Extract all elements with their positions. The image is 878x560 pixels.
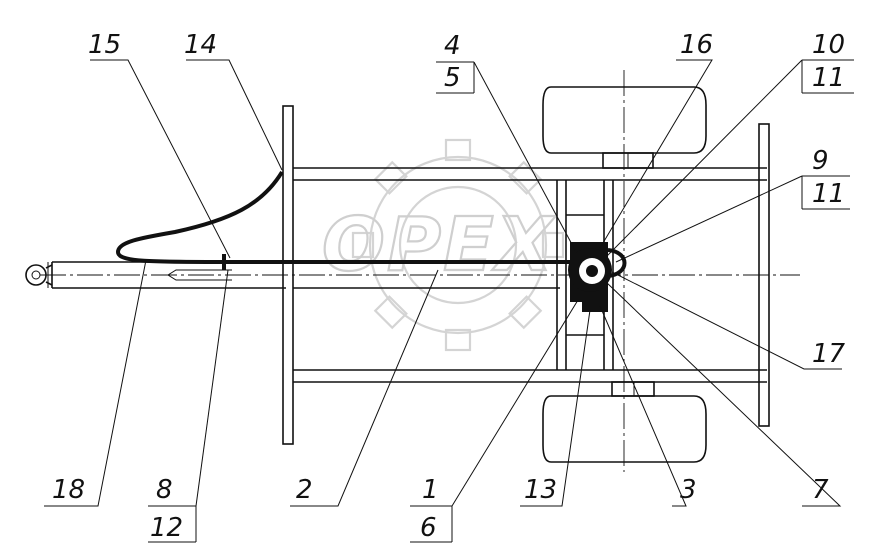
callout-3: 3	[680, 475, 697, 505]
callout-17: 17	[812, 339, 846, 369]
callout-6: 6	[420, 513, 437, 543]
callout-11-lower: 11	[812, 179, 845, 209]
wheel-top	[542, 86, 707, 169]
callout-15: 15	[88, 30, 121, 60]
callout-13: 13	[524, 475, 557, 505]
callout-14: 14	[184, 30, 217, 60]
callouts: 15 14 4 5 16 10 11 9 11 17 18 8 12 2 1 6…	[52, 30, 846, 543]
watermark-gear-icon	[351, 138, 565, 352]
cable-bundle	[115, 170, 575, 270]
hub-assembly	[568, 242, 627, 312]
wheel-bottom	[542, 381, 707, 463]
leader-lines	[44, 59, 854, 543]
callout-18: 18	[52, 475, 85, 505]
callout-2: 2	[296, 475, 313, 505]
watermark: OPEX	[321, 138, 565, 352]
watermark-text: OPEX	[322, 202, 557, 288]
callout-1: 1	[422, 475, 439, 505]
callout-9: 9	[812, 146, 829, 176]
callout-10: 10	[812, 30, 845, 60]
callout-8: 8	[156, 475, 173, 505]
callout-7: 7	[812, 475, 829, 505]
callout-16: 16	[680, 30, 713, 60]
callout-11-upper: 11	[812, 63, 845, 93]
callout-4: 4	[444, 31, 461, 61]
callout-5: 5	[444, 63, 461, 93]
callout-12: 12	[150, 513, 183, 543]
